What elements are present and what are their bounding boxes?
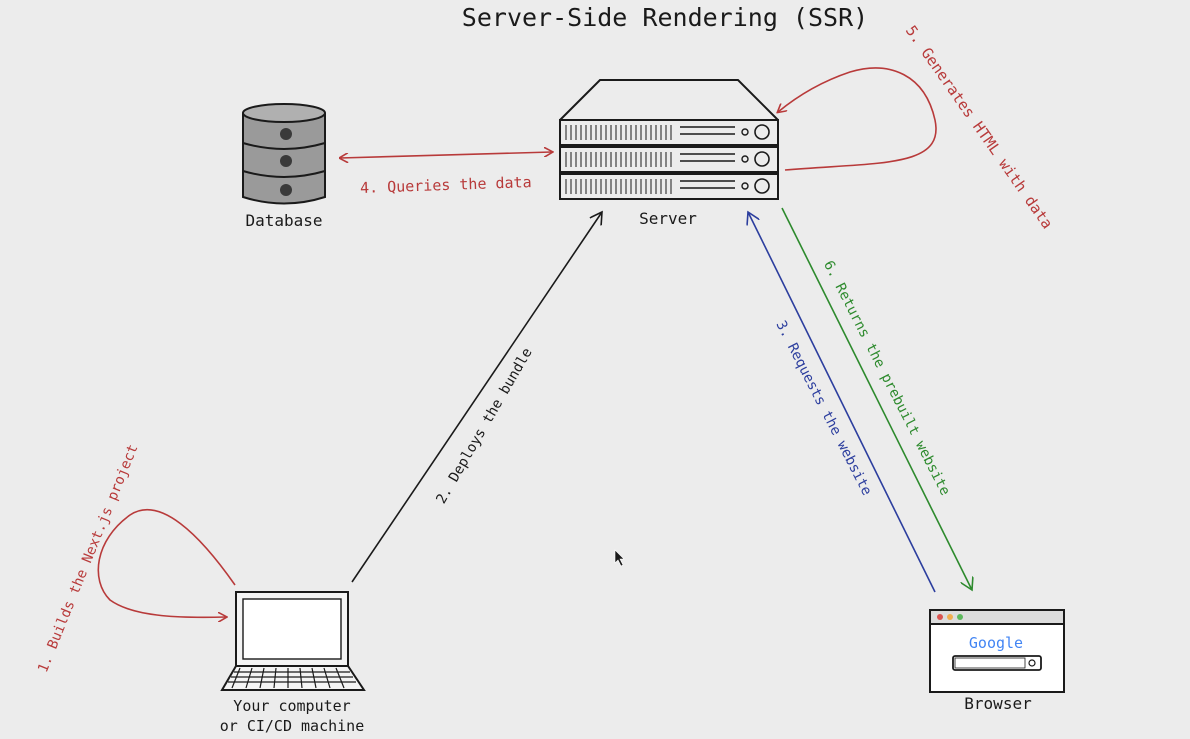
- step3-label: 3. Requests the website: [772, 318, 874, 498]
- browser-label: Browser: [964, 694, 1032, 713]
- arrow-builds-project: [97, 509, 236, 618]
- browser-logo: Google: [969, 634, 1023, 652]
- server-label: Server: [639, 209, 697, 228]
- browser-window-icon: [929, 609, 1065, 693]
- arrow-generates-html: [778, 67, 937, 171]
- diagram-title: Server-Side Rendering (SSR): [462, 3, 868, 32]
- database-icon: [242, 103, 326, 205]
- mouse-cursor-icon: [614, 549, 625, 567]
- arrow-requests-website: [748, 212, 936, 593]
- step5-label: 5. Generates HTML with data: [902, 22, 1057, 232]
- computer-label-line1: Your computer: [233, 697, 350, 715]
- step1-label: 1. Builds the Next.js project: [35, 442, 141, 675]
- arrow-deploys-bundle: [351, 212, 602, 583]
- arrow-returns-website: [781, 207, 972, 590]
- step2-label: 2. Deploys the bundle: [433, 345, 535, 506]
- arrow-queries-data: [340, 152, 552, 158]
- step4-label: 4. Queries the data: [360, 173, 532, 197]
- database-label: Database: [245, 211, 322, 230]
- server-icon: [559, 79, 779, 200]
- laptop-icon: [220, 591, 366, 691]
- step6-label: 6. Returns the prebuilt website: [820, 258, 953, 498]
- computer-label-line2: or CI/CD machine: [220, 717, 365, 735]
